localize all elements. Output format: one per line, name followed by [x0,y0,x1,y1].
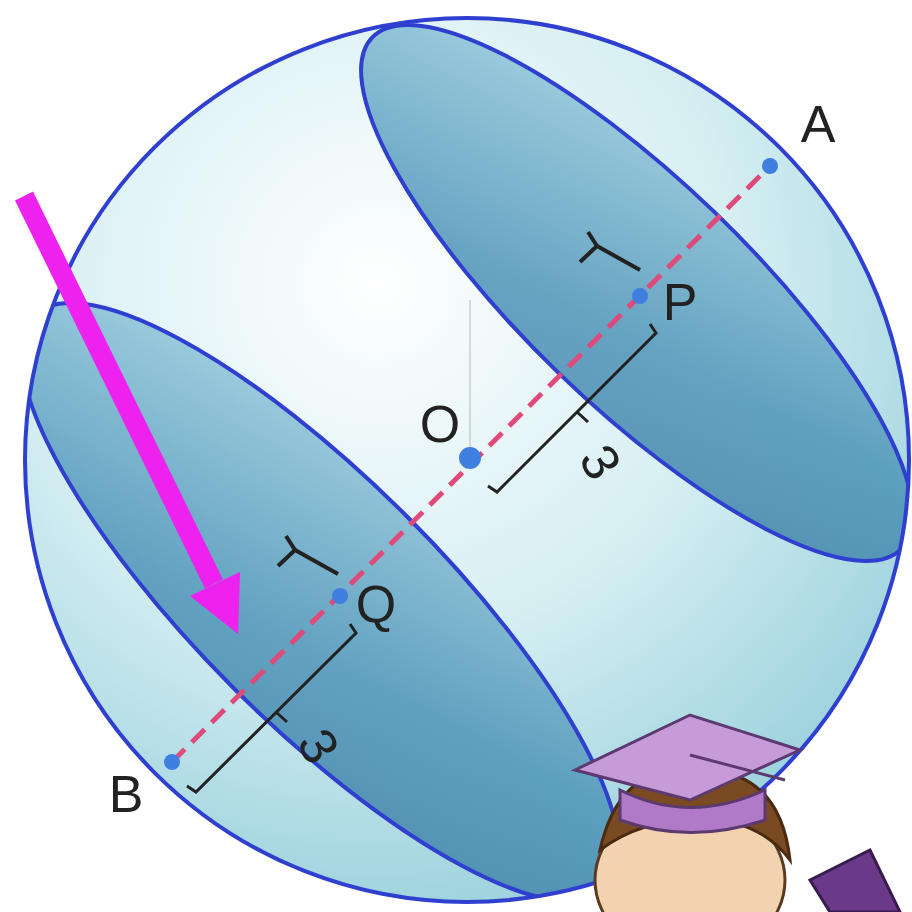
cross-section [0,229,693,912]
pointer-arrow [24,196,214,584]
pointer-arrowhead [190,572,240,634]
diameter [172,166,770,762]
point-label: O [420,398,460,450]
point [632,288,648,304]
point-label: A [801,98,836,150]
point-label: P [663,276,698,328]
point [762,158,778,174]
point-label: Q [356,578,396,630]
dimension-bracket [187,624,356,792]
dimension-bracket [276,712,287,722]
graduate-cartoon [575,715,900,912]
point [459,447,481,469]
right-angle-mark [580,246,640,270]
right-angle-mark [286,536,295,550]
dimension-bracket [488,324,656,492]
point-label: B [109,768,144,820]
right-angle-mark [278,550,338,574]
right-angle-mark [588,232,597,246]
dimension-bracket [577,412,588,422]
guide-line [469,300,471,455]
point [332,588,348,604]
point [164,754,180,770]
sphere-outline [25,18,909,902]
